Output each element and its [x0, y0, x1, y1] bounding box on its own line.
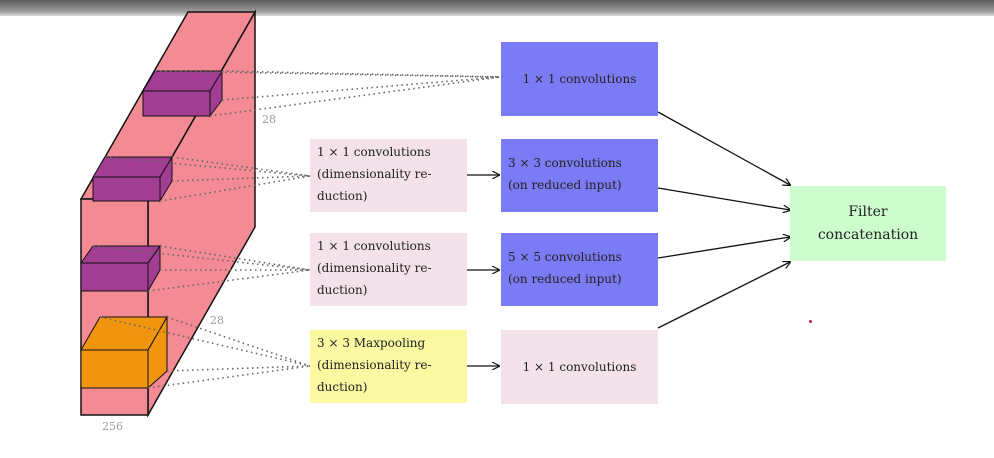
dim-label-depth: 256: [102, 420, 123, 433]
block-conv-1x1: 1 × 1 convolutions: [501, 42, 658, 116]
block-filter-concatenation: Filter concatenation: [790, 186, 946, 261]
block-reduce-3x3: 1 × 1 convolutions (dimensionality re- d…: [310, 139, 467, 212]
block-conv-5x5: 5 × 5 convolutions (on reduced input): [501, 233, 658, 306]
block-maxpool: 3 × 3 Maxpooling (dimensionality re- duc…: [310, 330, 467, 403]
block-conv-3x3: 3 × 3 convolutions (on reduced input): [501, 139, 658, 212]
flow-arrows: [466, 111, 790, 366]
red-pointer-dot: [809, 320, 812, 323]
dotted-connections: [92, 70, 501, 389]
patch-3x3: [92, 155, 173, 203]
dim-label-top: 28: [262, 113, 276, 126]
patch-maxpool: [80, 315, 168, 390]
patch-5x5: [80, 244, 161, 293]
block-reduce-5x5: 1 × 1 convolutions (dimensionality re- d…: [310, 233, 467, 306]
block-conv-1x1-after-pool: 1 × 1 convolutions: [501, 330, 658, 404]
patch-1x1: [142, 69, 223, 118]
dim-label-side: 28: [210, 314, 224, 327]
